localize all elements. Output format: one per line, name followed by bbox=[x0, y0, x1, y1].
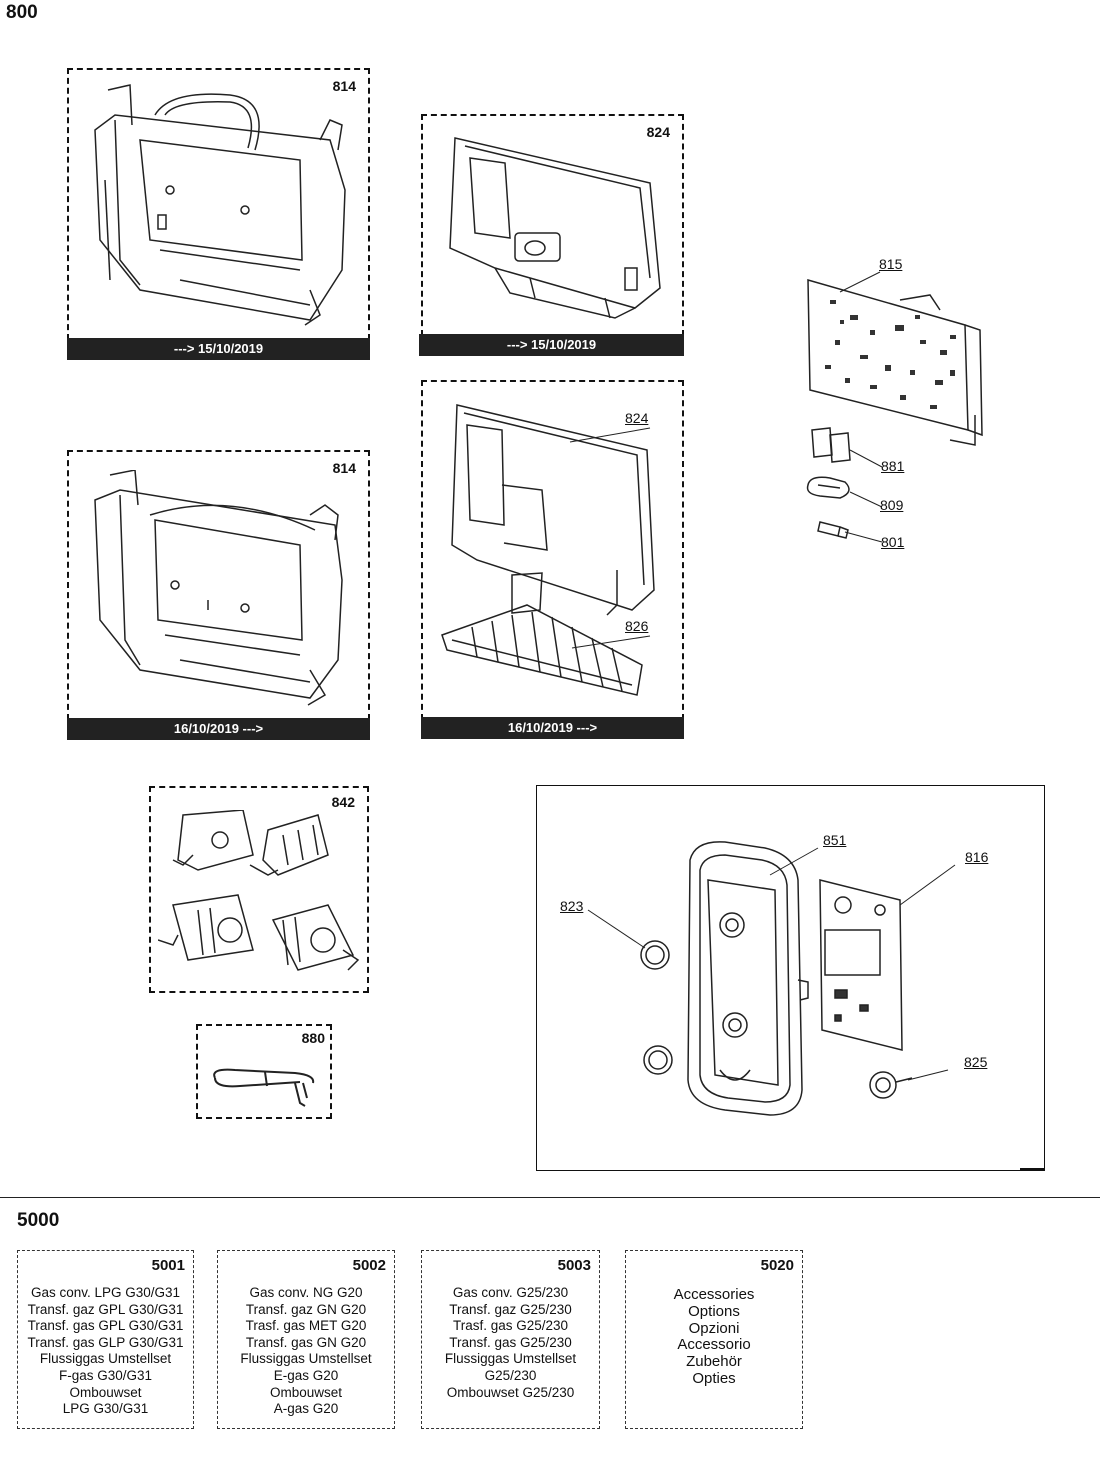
kit-line: Options bbox=[688, 1302, 740, 1320]
kit-line: Transf. gas G25/230 bbox=[449, 1334, 572, 1350]
callout-881: 881 bbox=[881, 458, 905, 474]
callout-824: 824 bbox=[625, 410, 649, 426]
date-bar-814-new: 16/10/2019 ---> bbox=[67, 718, 370, 740]
kit-line: Flussiggas Umstellset bbox=[39, 1351, 172, 1367]
kit-line: A-gas G20 bbox=[273, 1401, 339, 1417]
cover-panel-illustration-old bbox=[449, 137, 661, 319]
callout-809: 809 bbox=[880, 497, 904, 513]
kit-line: Accessorio bbox=[677, 1336, 751, 1354]
kit-line: Ombouwset bbox=[69, 1384, 142, 1400]
part-number-814-new: 814 bbox=[332, 460, 356, 476]
date-bar-824-826-new: 16/10/2019 ---> bbox=[421, 717, 684, 739]
kit-line: Ombouwset G25/230 bbox=[446, 1384, 575, 1400]
section-5000-title: 5000 bbox=[17, 1210, 60, 1231]
kit-line: Transf. gaz GPL G30/G31 bbox=[27, 1301, 184, 1317]
kit-line: Transf. gaz GN G20 bbox=[245, 1301, 367, 1317]
kit-line: Accessories bbox=[673, 1286, 755, 1303]
kit-5001: 5001 Gas conv. LPG G30/G31 Transf. gaz G… bbox=[17, 1250, 194, 1429]
part-box-842: 842 bbox=[149, 786, 369, 993]
section-divider bbox=[0, 1197, 1100, 1198]
kit-line: Gas conv. NG G20 bbox=[249, 1285, 363, 1300]
kit-5002: 5002 Gas conv. NG G20 Transf. gaz GN G20… bbox=[217, 1250, 395, 1429]
date-bar-814-old: ---> 15/10/2019 bbox=[67, 338, 370, 360]
kit-line: Zubehör bbox=[686, 1353, 742, 1371]
callout-851: 851 bbox=[823, 832, 847, 848]
control-box-frame-illustration-new bbox=[94, 470, 343, 706]
kit-number-5020: 5020 bbox=[760, 1257, 794, 1274]
control-panel-illustration bbox=[587, 841, 956, 1116]
kit-5002-description: Gas conv. NG G20 Transf. gaz GN G20 Tras… bbox=[218, 1285, 394, 1418]
callout-leaders-824-826 bbox=[569, 427, 651, 649]
callout-826: 826 bbox=[625, 618, 649, 634]
kit-line: Gas conv. G25/230 bbox=[452, 1285, 569, 1300]
part-box-880: 880 bbox=[196, 1024, 332, 1119]
kit-line: E-gas G20 bbox=[273, 1367, 339, 1383]
kit-5003-description: Gas conv. G25/230 Transf. gaz G25/230 Tr… bbox=[422, 1285, 599, 1401]
kit-line: Transf. gas GPL G30/G31 bbox=[27, 1318, 184, 1334]
kit-5020-description: Accessories Options Opzioni Accessorio Z… bbox=[626, 1286, 802, 1388]
section-800-title: 800 bbox=[6, 2, 38, 23]
kit-number-5002: 5002 bbox=[352, 1257, 386, 1274]
callout-825: 825 bbox=[964, 1054, 988, 1070]
kit-line: Flussiggas Umstellset bbox=[240, 1351, 372, 1367]
part-number-814: 814 bbox=[332, 78, 356, 94]
control-box-frame-illustration-old bbox=[94, 84, 346, 326]
kit-line: Gas conv. LPG G30/G31 bbox=[30, 1285, 181, 1300]
part-number-824: 824 bbox=[646, 124, 670, 140]
date-bar-824-old: ---> 15/10/2019 bbox=[419, 334, 684, 356]
kit-line: F-gas G30/G31 bbox=[58, 1367, 153, 1383]
kit-5020: 5020 Accessories Options Opzioni Accesso… bbox=[625, 1250, 803, 1429]
kit-line: Trasf. gas MET G20 bbox=[245, 1318, 367, 1334]
connector-blocks-illustration bbox=[158, 810, 360, 971]
cable-harness-illustration bbox=[213, 1068, 315, 1107]
kit-line: Ombouwset bbox=[269, 1384, 343, 1400]
part-number-842: 842 bbox=[331, 794, 355, 810]
callout-816: 816 bbox=[965, 849, 989, 865]
kit-line: Transf. gas GN G20 bbox=[245, 1334, 367, 1350]
callout-815: 815 bbox=[879, 256, 903, 272]
callout-801: 801 bbox=[881, 534, 905, 550]
cover-and-grille-illustration bbox=[441, 404, 655, 696]
box-corner-mark bbox=[1020, 1168, 1045, 1171]
kit-line: Transf. gaz G25/230 bbox=[449, 1301, 572, 1317]
kit-line: G25/230 bbox=[484, 1367, 537, 1383]
kit-line: Trasf. gas G25/230 bbox=[452, 1318, 569, 1334]
kit-number-5003: 5003 bbox=[557, 1257, 591, 1274]
control-panel-assembly-box bbox=[536, 785, 1045, 1171]
kit-line: Opzioni bbox=[688, 1319, 740, 1337]
callout-823: 823 bbox=[560, 898, 584, 914]
kit-5003: 5003 Gas conv. G25/230 Transf. gaz G25/2… bbox=[421, 1250, 600, 1429]
kit-line: Flussiggas Umstellset bbox=[444, 1351, 577, 1367]
kit-line: Opties bbox=[692, 1369, 736, 1387]
part-number-880: 880 bbox=[301, 1030, 325, 1046]
kit-number-5001: 5001 bbox=[151, 1257, 185, 1274]
kit-line: LPG G30/G31 bbox=[62, 1401, 149, 1417]
main-pcb-illustration bbox=[806, 271, 983, 543]
kit-line: Transf. gas GLP G30/G31 bbox=[27, 1334, 184, 1350]
kit-5001-description: Gas conv. LPG G30/G31 Transf. gaz GPL G3… bbox=[18, 1285, 193, 1418]
